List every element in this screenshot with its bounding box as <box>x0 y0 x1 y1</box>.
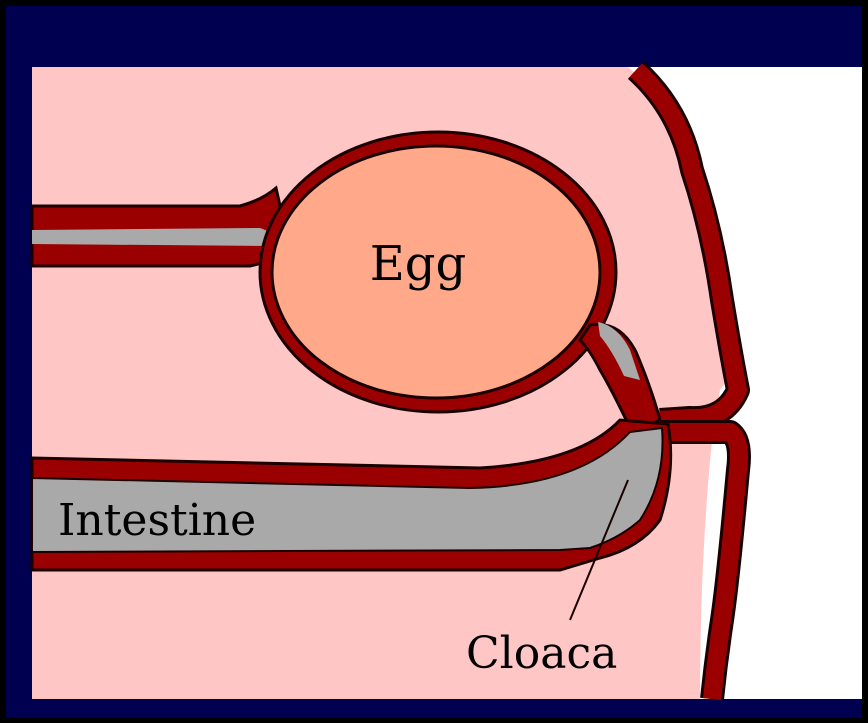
egg-label: Egg <box>370 236 467 292</box>
intestine-label: Intestine <box>58 495 256 546</box>
cloaca-label: Cloaca <box>466 628 617 679</box>
oviduct-lumen <box>32 228 278 246</box>
